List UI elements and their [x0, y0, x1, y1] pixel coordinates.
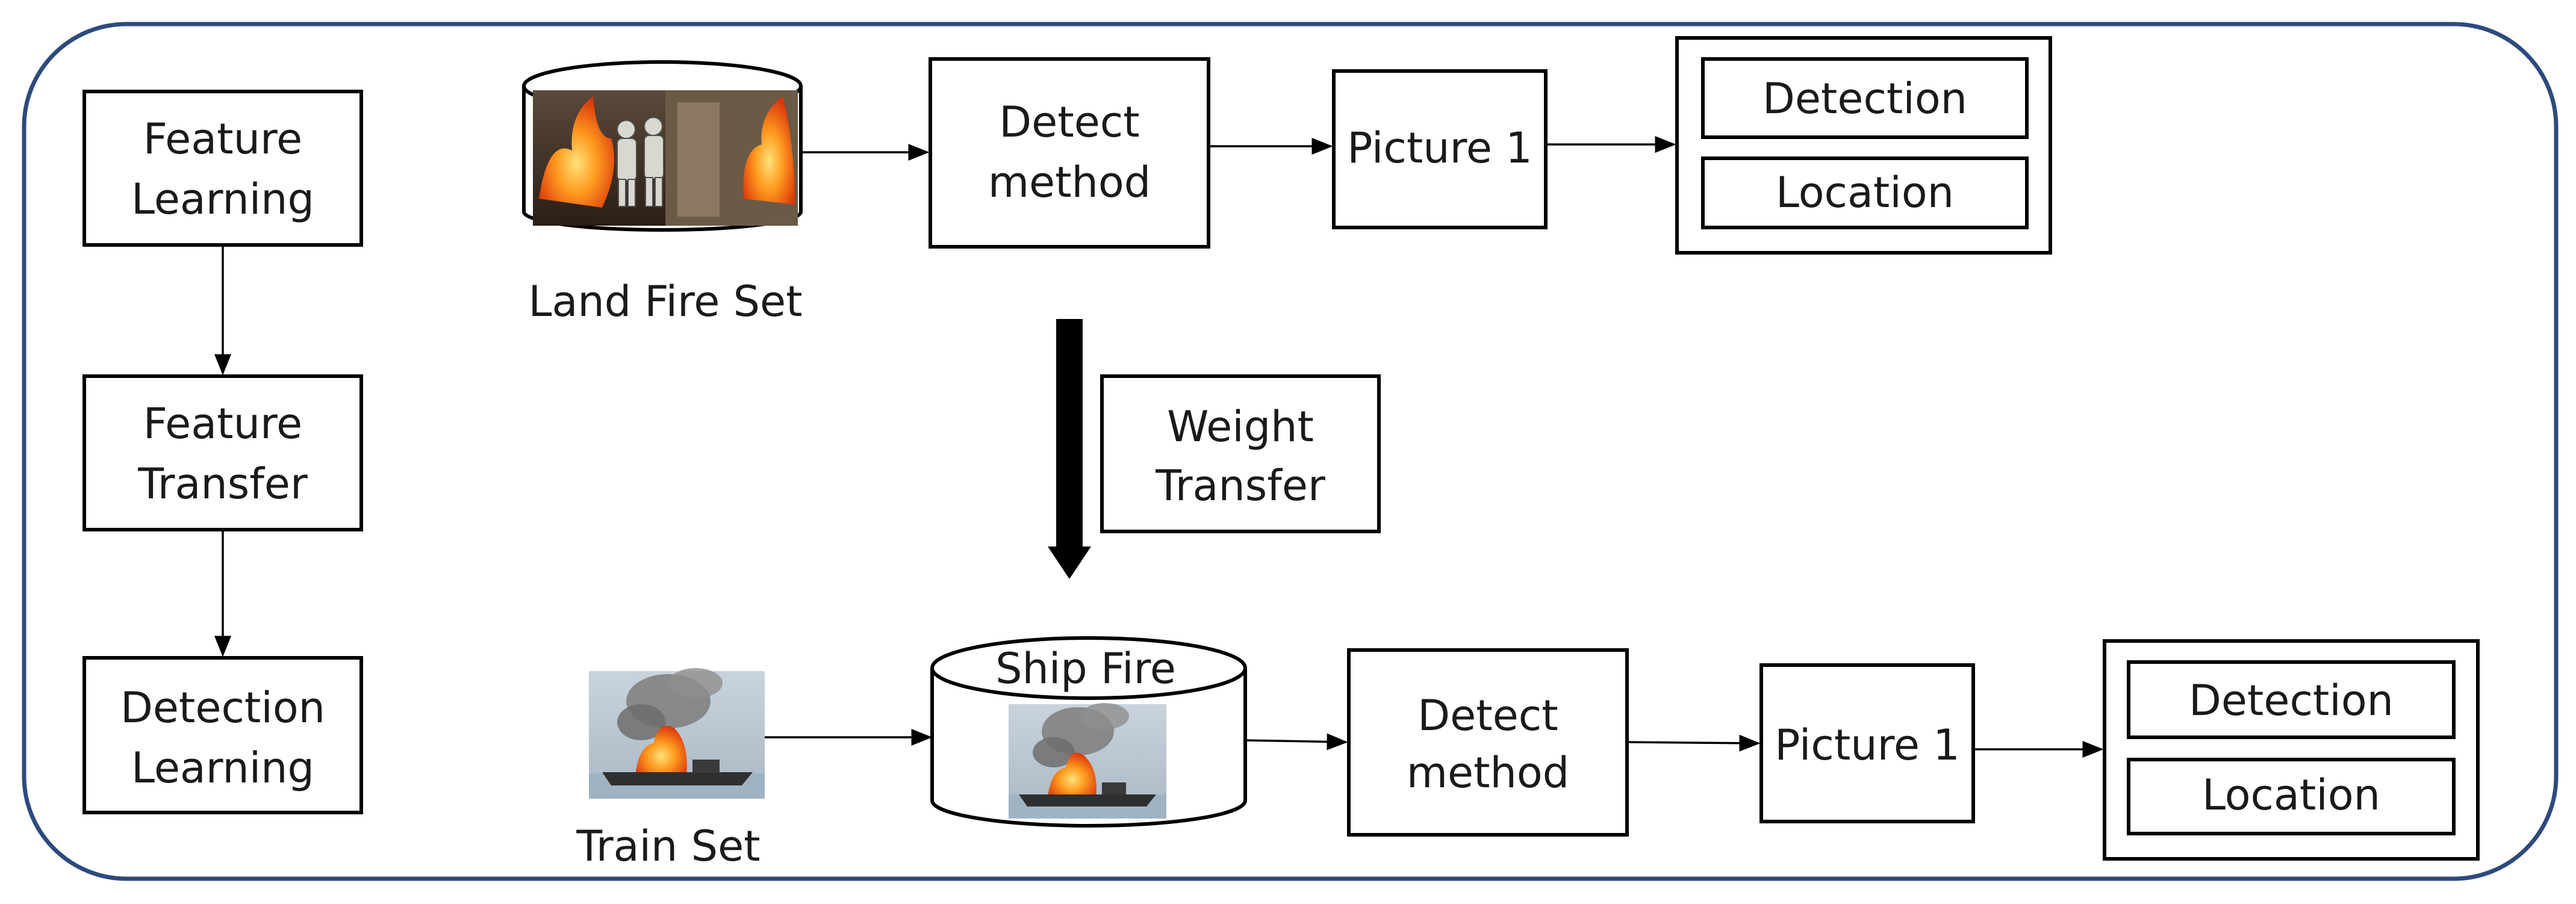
bottom-detection-label: Detection	[2189, 676, 2394, 725]
weight-transfer-box: Weight Transfer	[1100, 374, 1381, 533]
top-location-label: Location	[1776, 168, 1954, 217]
top-picture-box: Picture 1	[1332, 69, 1548, 229]
detection-learning-line2: Learning	[131, 743, 314, 793]
land-fire-set-label: Land Fire Set	[528, 277, 802, 326]
feature-transfer-line2: Transfer	[137, 459, 308, 509]
top-detect-method-line2: method	[988, 158, 1151, 207]
feature-learning-line2: Learning	[131, 175, 314, 224]
land-fire-image	[533, 90, 798, 226]
ship-fire-dataset-cylinder	[930, 636, 1247, 828]
bottom-picture-box: Picture 1	[1759, 663, 1975, 823]
feature-learning-box: Feature Learning	[82, 90, 363, 247]
top-detection-label: Detection	[1762, 74, 1967, 123]
weight-transfer-line2: Transfer	[1155, 461, 1325, 510]
top-picture-label: Picture 1	[1347, 123, 1532, 173]
detection-learning-line1: Detection	[120, 683, 325, 732]
weight-transfer-arrow	[1048, 319, 1091, 579]
ship-fire-image	[1009, 703, 1166, 819]
bottom-location-label: Location	[2202, 770, 2380, 820]
top-detect-method-box: Detect method	[929, 57, 1210, 249]
bottom-detection-box	[2127, 660, 2456, 739]
bottom-detect-method-line1: Detect	[1417, 691, 1558, 740]
feature-transfer-line1: Feature	[143, 399, 303, 448]
top-detect-method-line1: Detect	[999, 98, 1139, 147]
detection-learning-box: Detection Learning	[82, 656, 363, 814]
top-detection-box	[1701, 57, 2029, 139]
top-output-container: Detection Location	[1675, 36, 2052, 255]
arrow-ship-fire-to-detect	[1245, 733, 1348, 751]
outer-frame	[22, 22, 2559, 881]
bottom-picture-label: Picture 1	[1775, 720, 1960, 770]
train-set-label: Train Set	[576, 822, 760, 871]
bottom-detect-method-box: Detect method	[1347, 648, 1629, 837]
arrow-bottom-detect-to-picture	[1626, 734, 1761, 752]
train-set-image	[589, 668, 765, 799]
feature-learning-line1: Feature	[143, 114, 303, 164]
bottom-location-box	[2127, 758, 2456, 835]
top-location-box	[1701, 156, 2029, 229]
ship-fire-label: Ship Fire	[995, 644, 1176, 693]
bottom-output-container: Detection Location	[2103, 639, 2480, 861]
bottom-detect-method-line2: method	[1407, 748, 1569, 797]
land-fire-dataset-cylinder	[522, 60, 803, 232]
weight-transfer-line1: Weight	[1167, 402, 1314, 451]
feature-transfer-box: Feature Transfer	[82, 374, 363, 531]
